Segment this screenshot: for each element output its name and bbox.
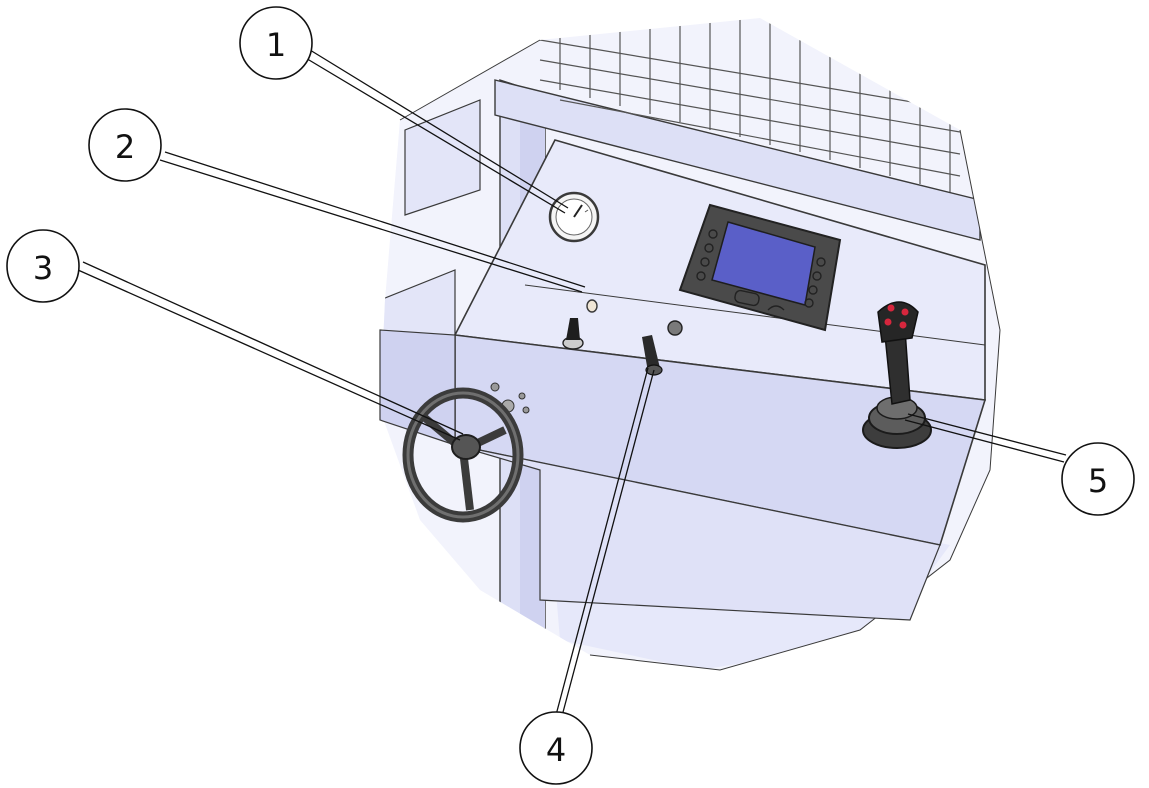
- callout-1: 1: [239, 6, 313, 80]
- small-switch-icon: [586, 299, 683, 336]
- callout-3: 3: [6, 229, 80, 303]
- callout-2-label: 2: [115, 128, 135, 166]
- callout-4-label: 4: [546, 731, 566, 769]
- leader-lines: [77, 49, 1067, 717]
- crop-outline: [399, 39, 1001, 671]
- key-switch-icon: [562, 318, 584, 350]
- steering-wheel-icon: [402, 382, 530, 523]
- callout-4: 4: [519, 711, 593, 785]
- joystick-icon: [862, 301, 932, 449]
- callout-2: 2: [88, 108, 162, 182]
- pressure-gauge-icon: [548, 191, 600, 243]
- callout-1-label: 1: [266, 26, 286, 64]
- callout-5-label: 5: [1088, 462, 1108, 500]
- selector-switch-icon: [642, 335, 663, 376]
- callout-5: 5: [1061, 442, 1135, 516]
- display-screen-icon: [678, 203, 842, 332]
- callout-3-label: 3: [33, 249, 53, 287]
